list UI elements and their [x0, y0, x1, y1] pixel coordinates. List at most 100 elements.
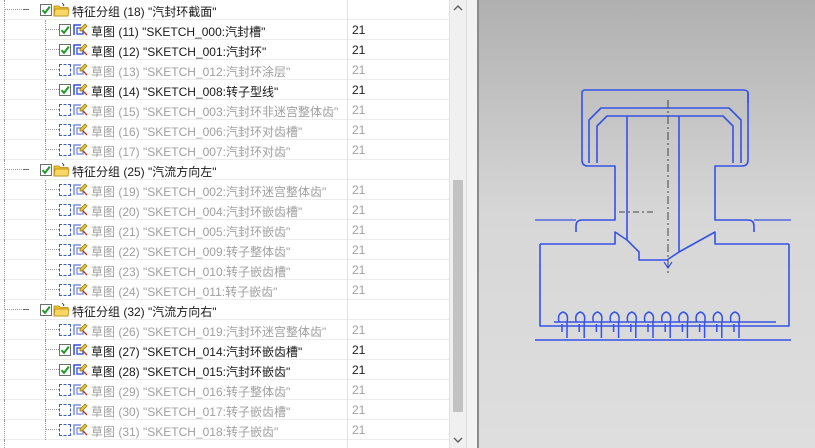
checkbox-icon[interactable]: [59, 24, 71, 36]
tree-guide-line: [45, 280, 47, 300]
tree-guide-line: [45, 40, 47, 60]
tree-guide-line: [45, 109, 59, 111]
folder-icon: [53, 162, 70, 178]
checkbox-icon[interactable]: [59, 104, 71, 116]
seal-tooth: [609, 311, 620, 338]
checkbox-icon[interactable]: [59, 284, 71, 296]
column-separator: [347, 260, 348, 280]
checkbox-icon[interactable]: [59, 244, 71, 256]
column-separator: [347, 60, 348, 80]
tree-row-feature-group[interactable]: 特征分组 (25) "汽流方向左": [0, 160, 449, 180]
tree-guide-line: [4, 300, 6, 320]
checkbox-icon[interactable]: [59, 144, 71, 156]
tree-row-sketch[interactable]: 草图 (22) "SKETCH_009:转子整体齿"21: [0, 240, 449, 260]
tree-row-sketch[interactable]: 草图 (30) "SKETCH_017:转子嵌齿槽"21: [0, 400, 449, 420]
tree-guide-line: [4, 60, 6, 80]
column-separator: [347, 420, 348, 440]
sketch-icon: [72, 182, 89, 198]
checkbox-icon[interactable]: [40, 304, 52, 316]
checkbox-icon[interactable]: [40, 4, 52, 16]
tree-row-sketch[interactable]: 草图 (28) "SKETCH_015:汽封环嵌齿"21: [0, 360, 449, 380]
checkbox-icon[interactable]: [59, 404, 71, 416]
checkbox-icon[interactable]: [59, 64, 71, 76]
tree-row-label: 草图 (17) "SKETCH_007:汽封环对齿": [91, 145, 291, 159]
tree-row-label: 草图 (19) "SKETCH_002:汽封环迷宫整体齿": [91, 185, 327, 199]
column-separator: [347, 100, 348, 120]
tree-row-sketch[interactable]: 草图 (19) "SKETCH_002:汽封环迷宫整体齿" 21: [0, 180, 449, 200]
checkbox-icon[interactable]: [59, 84, 71, 96]
sketch-icon: [72, 142, 89, 158]
checkbox-icon[interactable]: [59, 344, 71, 356]
tree-row-label: 草图 (13) "SKETCH_012:汽封环涂层": [91, 65, 291, 79]
column-separator: [347, 400, 348, 420]
tree-row-label: 草图 (31) "SKETCH_018:转子嵌齿": [91, 425, 279, 439]
collapse-icon[interactable]: [22, 166, 31, 175]
tree-row-sketch[interactable]: 草图 (20) "SKETCH_004:汽封环嵌齿槽"21: [0, 200, 449, 220]
chevron-down-icon[interactable]: [450, 431, 466, 448]
checkbox-icon[interactable]: [59, 384, 71, 396]
tree-row-sketch[interactable]: 草图 (15) "SKETCH_003:汽封环非迷宫整体齿"21: [0, 100, 449, 120]
pane-splitter[interactable]: [466, 0, 479, 448]
tree-row-sketch[interactable]: 草图 (29) "SKETCH_016:转子整体齿"21: [0, 380, 449, 400]
tree-row-sketch[interactable]: 草图 (13) "SKETCH_012:汽封环涂层"21: [0, 60, 449, 80]
tree-row-sketch[interactable]: 草图 (27) "SKETCH_014:汽封环嵌齿槽"21: [0, 340, 449, 360]
checkbox-icon[interactable]: [40, 164, 52, 176]
tree-row-label: 草图 (20) "SKETCH_004:汽封环嵌齿槽": [91, 205, 303, 219]
tree-guide-line: [4, 169, 22, 171]
checkbox-icon[interactable]: [59, 184, 71, 196]
sketch-icon: [72, 282, 89, 298]
tree-row-sketch[interactable]: 草图 (11) "SKETCH_000:汽封槽"21: [0, 20, 449, 40]
checkbox-icon[interactable]: [59, 424, 71, 436]
checkbox-icon[interactable]: [59, 224, 71, 236]
tree-guide-line: [4, 360, 6, 380]
column-separator: [347, 200, 348, 220]
tree-row-sketch[interactable]: 草图 (17) "SKETCH_007:汽封环对齿" 21: [0, 140, 449, 160]
vertical-scrollbar[interactable]: [449, 0, 466, 448]
tree-row-sketch[interactable]: 草图 (12) "SKETCH_001:汽封环"21: [0, 40, 449, 60]
seal-tooth: [626, 311, 638, 338]
checkbox-icon[interactable]: [59, 324, 71, 336]
checkbox-icon[interactable]: [59, 204, 71, 216]
tree-guide-line: [45, 69, 59, 71]
chevron-up-icon[interactable]: [450, 0, 466, 17]
tree-row-count: 21: [352, 123, 366, 137]
tree-guide-line: [4, 400, 6, 420]
tree-row-count: 21: [352, 43, 366, 57]
tree-row-sketch[interactable]: 草图 (31) "SKETCH_018:转子嵌齿"21: [0, 420, 449, 440]
tree-row-sketch[interactable]: 草图 (16) "SKETCH_006:汽封环对齿槽"21: [0, 120, 449, 140]
checkbox-icon[interactable]: [59, 264, 71, 276]
collapse-icon[interactable]: [22, 306, 31, 315]
checkbox-icon[interactable]: [59, 364, 71, 376]
folder-icon: [53, 2, 70, 18]
tree-row-sketch[interactable]: 草图 (21) "SKETCH_005:汽封环嵌齿"21: [0, 220, 449, 240]
tree-row-count: 21: [352, 183, 366, 197]
checkbox-icon[interactable]: [59, 124, 71, 136]
seal-tooth: [729, 311, 741, 338]
column-separator: [347, 180, 348, 200]
tree-guide-line: [4, 140, 6, 160]
tree-guide-line: [45, 20, 47, 40]
tree-row-sketch[interactable]: 草图 (23) "SKETCH_010:转子嵌齿槽"21: [0, 260, 449, 280]
tree-row-count: 21: [352, 143, 366, 157]
tree-row-feature-group[interactable]: 特征分组 (32) "汽流方向右": [0, 300, 449, 320]
tree-guide-line: [45, 369, 59, 371]
tree-guide-line: [4, 320, 6, 340]
seal-tooth: [574, 311, 586, 338]
tree-guide-line: [45, 229, 59, 231]
tree-row-sketch[interactable]: 草图 (26) "SKETCH_019:汽封环迷宫整体齿"21: [0, 320, 449, 340]
tree-guide-line: [4, 9, 22, 11]
scrollbar-thumb[interactable]: [453, 180, 463, 412]
collapse-icon[interactable]: [22, 6, 31, 15]
tree-row-partial: [0, 440, 449, 448]
tree-guide-line: [4, 420, 6, 440]
tree-row-sketch[interactable]: 草图 (24) "SKETCH_011:转子嵌齿"21: [0, 280, 449, 300]
tree-row-sketch[interactable]: 草图 (14) "SKETCH_008:转子型线"21: [0, 80, 449, 100]
seal-tooth: [592, 311, 603, 338]
tree-row-feature-group[interactable]: 特征分组 (18) "汽封环截面": [0, 0, 449, 20]
sketch-icon: [72, 422, 89, 438]
checkbox-icon[interactable]: [59, 44, 71, 56]
tree-row-label: 草图 (29) "SKETCH_016:转子整体齿": [91, 385, 291, 399]
tree-guide-line: [4, 220, 6, 240]
tree-row-count: 21: [352, 403, 366, 417]
graphics-viewport[interactable]: [479, 0, 815, 448]
